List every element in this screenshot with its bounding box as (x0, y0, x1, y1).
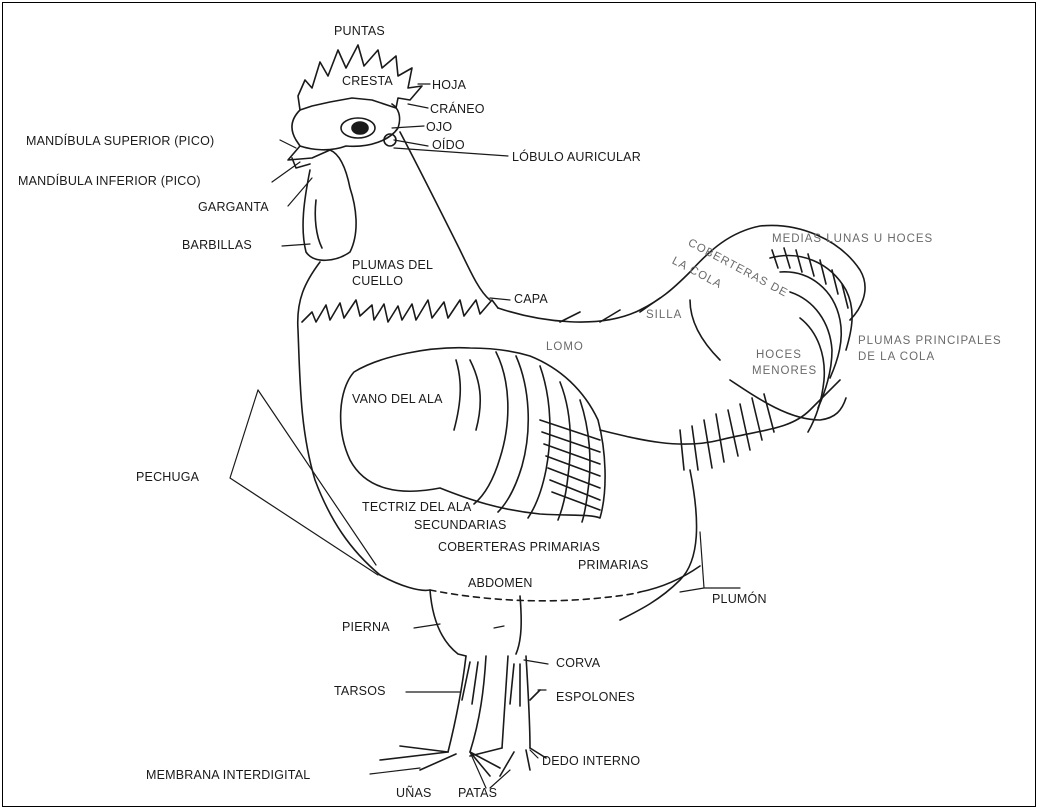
label-tectriz-del-ala: TECTRIZ DEL ALA (362, 500, 472, 514)
abdomen-line (430, 590, 640, 601)
label-oido: OÍDO (432, 138, 465, 152)
label-plumas-principales-2: DE LA COLA (858, 350, 935, 364)
foot-left (380, 746, 500, 776)
hackle-fringe (302, 300, 498, 322)
label-primarias: PRIMARIAS (578, 558, 649, 572)
label-pierna: PIERNA (342, 620, 390, 634)
leg-right (502, 656, 508, 748)
label-ojo: OJO (426, 120, 452, 134)
label-corva: CORVA (556, 656, 600, 670)
label-garganta: GARGANTA (198, 200, 269, 214)
label-puntas: PUNTAS (334, 24, 385, 38)
label-plumas-cuello-1: PLUMAS DEL (352, 258, 433, 272)
head-outline (292, 104, 400, 150)
label-unas: UÑAS (396, 786, 432, 800)
label-abdomen: ABDOMEN (468, 576, 533, 590)
label-plumas-cuello-2: CUELLO (352, 274, 403, 288)
label-membrana-interdigital: MEMBRANA INTERDIGITAL (146, 768, 310, 782)
label-capa: CAPA (514, 292, 548, 306)
label-hoja: HOJA (432, 78, 466, 92)
label-plumon: PLUMÓN (712, 592, 767, 606)
label-medias-lunas: MEDIAS LUNAS U HOCES (772, 232, 933, 246)
label-hoces-menores-1: HOCES (756, 348, 802, 362)
neck-back (400, 132, 490, 300)
label-lomo: LOMO (546, 340, 584, 354)
label-hoces-menores-2: MENORES (752, 364, 817, 378)
leg-left (430, 590, 466, 656)
label-plumas-principales-1: PLUMAS PRINCIPALES (858, 334, 1002, 348)
wattles (303, 150, 356, 260)
label-coberteras-primarias: COBERTERAS PRIMARIAS (438, 540, 600, 554)
label-tarsos: TARSOS (334, 684, 386, 698)
label-secundarias: SECUNDARIAS (414, 518, 507, 532)
label-silla: SILLA (646, 308, 682, 322)
label-vano-del-ala: VANO DEL ALA (352, 392, 443, 406)
label-dedo-interno: DEDO INTERNO (542, 754, 640, 768)
label-pechuga: PECHUGA (136, 470, 199, 484)
label-cresta: CRESTA (342, 74, 393, 88)
label-mandibula-superior: MANDÍBULA SUPERIOR (PICO) (26, 134, 214, 148)
label-espolones: ESPOLONES (556, 690, 635, 704)
label-lobulo-auricular: LÓBULO AURICULAR (512, 150, 641, 164)
label-mandibula-inferior: MANDÍBULA INFERIOR (PICO) (18, 174, 201, 188)
label-craneo: CRÁNEO (430, 102, 485, 116)
label-barbillas: BARBILLAS (182, 238, 252, 252)
label-patas: PATAS (458, 786, 497, 800)
